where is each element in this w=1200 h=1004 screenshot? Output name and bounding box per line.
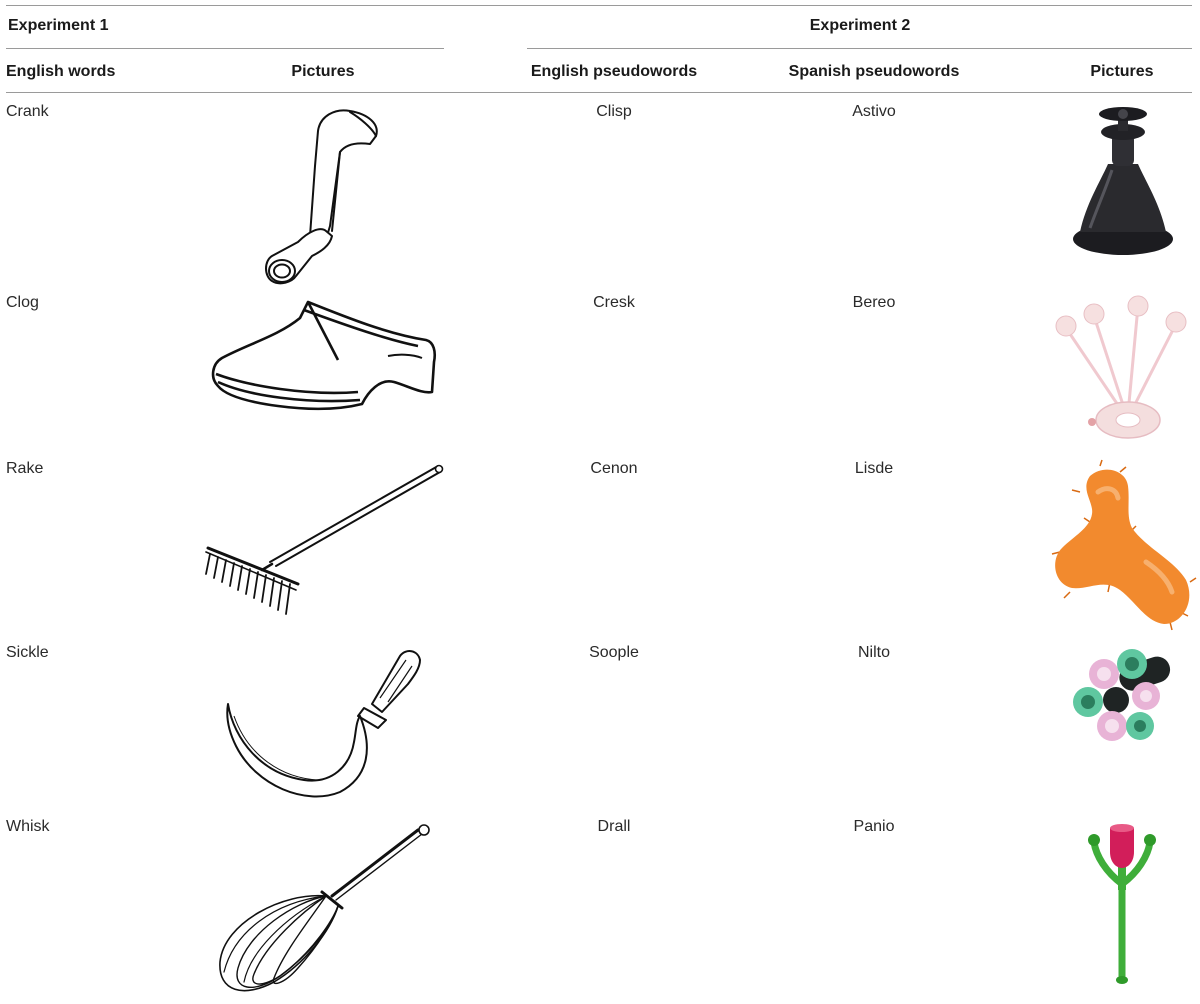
experiment2-header-rule [527,48,1192,49]
spanish-pseudoword: Bereo [852,294,896,311]
black-suction-cup-object-icon [1068,104,1178,259]
english-word: Sickle [6,644,49,661]
spanish-pseudoword: Nilto [857,644,891,661]
english-word: Rake [6,460,44,477]
col-header-pictures-2: Pictures [1090,63,1154,80]
english-pseudoword: Soople [589,644,639,661]
green-pink-fork-object-icon [1084,822,1164,988]
spanish-pseudoword: Panio [853,818,895,835]
spanish-pseudoword: Lisde [854,460,894,477]
english-pseudoword: Clisp [596,103,632,120]
col-header-spanish-pseudowords: Spanish pseudowords [788,63,960,80]
top-rule [6,5,1192,6]
experiment1-title: Experiment 1 [8,17,109,34]
experiment2-title: Experiment 2 [809,17,911,34]
orange-spiky-object-icon [1050,459,1197,632]
english-word: Whisk [6,818,50,835]
english-word: Clog [6,294,39,311]
col-header-english-words: English words [6,63,116,80]
english-pseudoword: Cresk [593,294,635,311]
experiment1-header-rule [6,48,444,49]
english-pseudoword: Drall [597,818,631,835]
col-header-english-pseudowords: English pseudowords [530,63,698,80]
sickle-drawing-icon [222,646,424,804]
col-header-pictures-1: Pictures [291,63,355,80]
crank-drawing-icon [260,106,385,286]
foam-tube-bundle-object-icon [1064,644,1184,744]
pink-pompom-object-icon [1052,295,1192,439]
whisk-drawing-icon [214,822,434,998]
english-pseudoword: Cenon [590,460,638,477]
rake-drawing-icon [202,462,444,620]
column-header-rule [6,92,1192,93]
english-word: Crank [6,103,49,120]
spanish-pseudoword: Astivo [852,103,896,120]
clog-drawing-icon [208,296,440,418]
